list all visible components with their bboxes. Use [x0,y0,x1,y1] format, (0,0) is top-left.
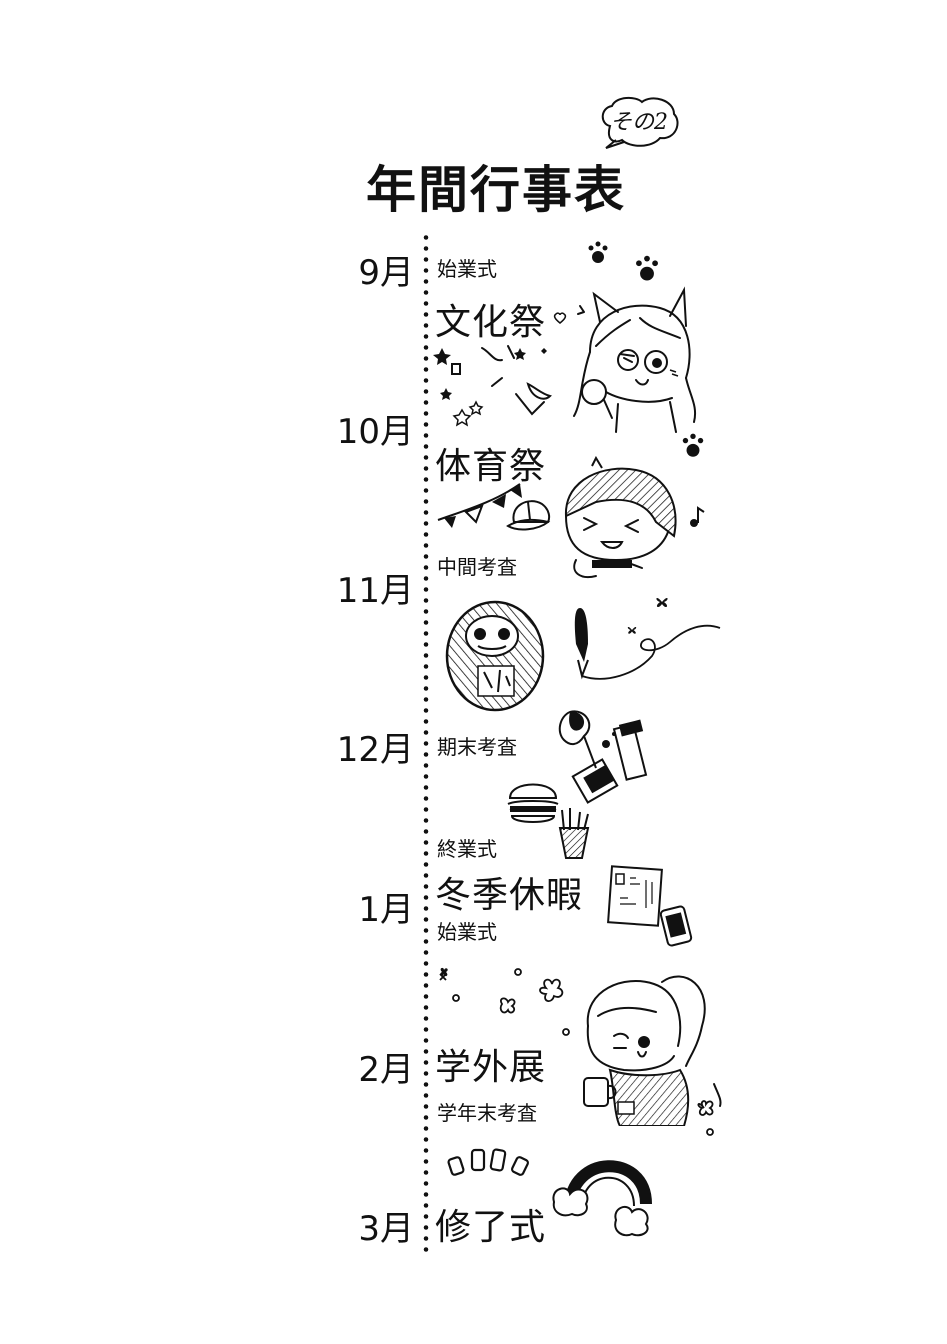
month-label-sep: 9月 [358,253,414,293]
bunting-flags-icon [437,483,522,528]
event-closing-ceremony: 終業式 [437,837,497,861]
event-year-end-exam: 学年末考査 [437,1101,537,1125]
event-sports-festival: 体育祭 [435,446,547,487]
heart-icon [553,312,567,324]
timeline-dotted-line [423,232,429,1252]
event-external-exhibition: 学外展 [435,1047,547,1088]
paw-print-icon [682,433,704,457]
butterfly-icon [656,597,668,608]
event-culture-festival: 文化祭 [435,302,547,343]
paint-tube-icon [558,710,648,804]
flower-icon [439,967,570,1036]
title-badge: その2 [610,110,668,135]
fountain-pen-icon [574,608,721,680]
month-label-oct: 10月 [336,412,414,452]
daruma-icon [445,600,545,712]
ponytail-girl-icon [583,975,722,1126]
cat-girl-icon [573,286,696,433]
laughing-girl-icon [564,456,677,578]
event-completion-ceremony: 修了式 [435,1207,547,1248]
event-opening-ceremony-2: 始業式 [437,920,497,944]
sparkle-icon [447,1148,529,1176]
music-note-icon [690,506,705,527]
month-label-jan: 1月 [358,890,414,930]
fries-icon [558,808,590,859]
phone-icon [660,905,693,947]
page-title: 年間行事表 [366,161,626,219]
flower-icon [697,1100,714,1136]
event-winter-break: 冬季休暇 [435,875,584,916]
month-label-mar: 3月 [358,1209,414,1249]
confetti-icon [433,345,552,427]
event-final-exam: 期末考査 [437,735,517,759]
month-label-dec: 12月 [336,730,414,770]
event-opening-ceremony: 始業式 [437,257,497,281]
speech-bubble-icon [601,96,679,149]
rainbow-icon [552,1160,652,1237]
cap-icon [506,500,551,531]
month-label-feb: 2月 [358,1050,414,1090]
hamburger-icon [507,783,559,823]
paw-print-icon [636,255,658,281]
postcard-icon [607,865,663,927]
butterfly-icon [627,626,637,634]
month-label-nov: 11月 [336,571,414,611]
event-midterm-exam: 中間考査 [437,555,517,579]
paw-print-icon [588,241,608,263]
